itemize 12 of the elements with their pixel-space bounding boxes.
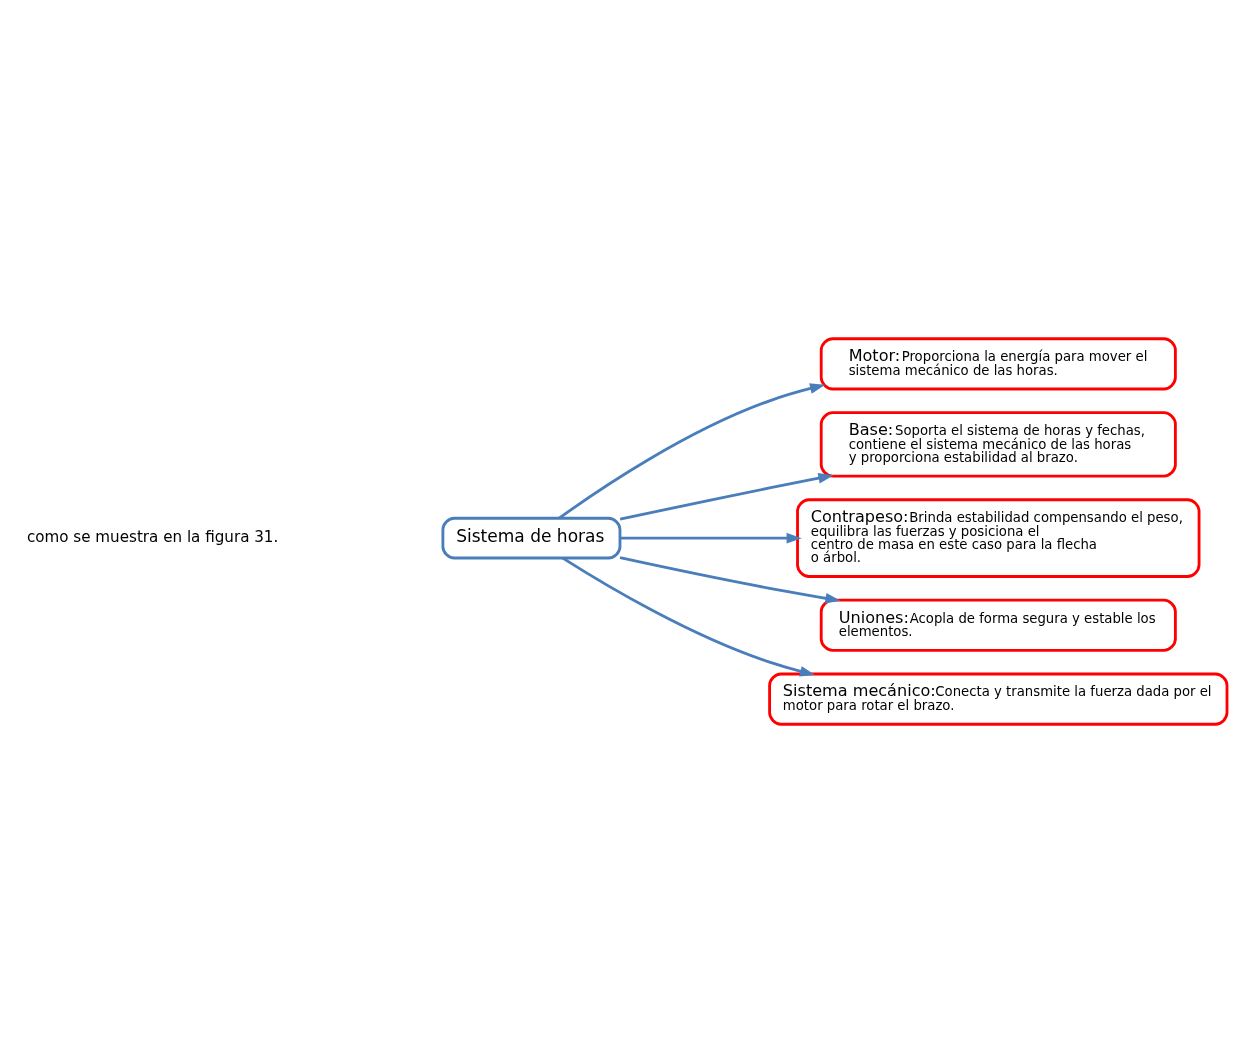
node-box: Motor:Proporciona la energía para mover el sistema mecánico de las horas.	[819, 337, 1177, 391]
node-box: Uniones:Acopla de forma segura y estable los elementos.	[819, 598, 1177, 652]
node-box: Sistema de horas	[441, 516, 622, 560]
arrow	[558, 383, 826, 520]
arrow	[619, 556, 841, 604]
node-box: Sistema mecánico:Conecta y transmite la fuerza dada por el motor para rotar el brazo.	[768, 672, 1229, 726]
arrow	[620, 532, 802, 544]
label: como se muestra en la figura 31.	[26, 527, 279, 546]
arrow	[562, 556, 816, 677]
arrow	[619, 473, 834, 521]
node-box: Contrapeso:Brinda estabilidad compensando el peso, equilibra las fuerzas y posiciona el centro de masa en este caso para la flecha o árbol.	[796, 498, 1201, 578]
node-box: Base:Soporta el sistema de horas y fechas, contiene el sistema mecánico de las horas y proporciona estabilidad al brazo.	[819, 411, 1177, 478]
